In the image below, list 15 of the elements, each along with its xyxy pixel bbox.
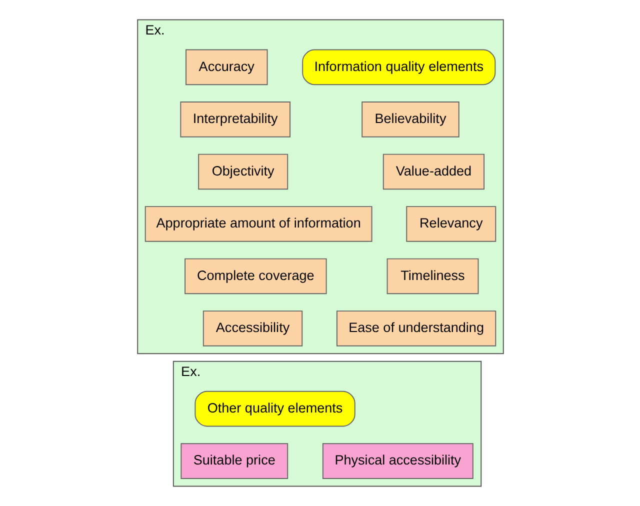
node-box: Timeliness bbox=[386, 258, 478, 294]
node-box: Objectivity bbox=[198, 154, 288, 190]
node-box: Appropriate amount of information bbox=[144, 206, 372, 242]
node-box: Complete coverage bbox=[184, 258, 326, 294]
node-box: Physical accessibility bbox=[322, 443, 473, 479]
node-box: Suitable price bbox=[180, 443, 288, 479]
node-box: Accessibility bbox=[202, 310, 302, 346]
node-box: Value-added bbox=[382, 154, 484, 190]
node-box: Believability bbox=[361, 102, 459, 138]
node-box: Relevancy bbox=[406, 206, 496, 242]
node-box: Interpretability bbox=[180, 102, 290, 138]
node-box: Ease of understanding bbox=[336, 310, 496, 346]
node-box: Other quality elements bbox=[194, 390, 355, 427]
node-box: Information quality elements bbox=[302, 49, 496, 86]
node-box: Accuracy bbox=[185, 49, 268, 86]
